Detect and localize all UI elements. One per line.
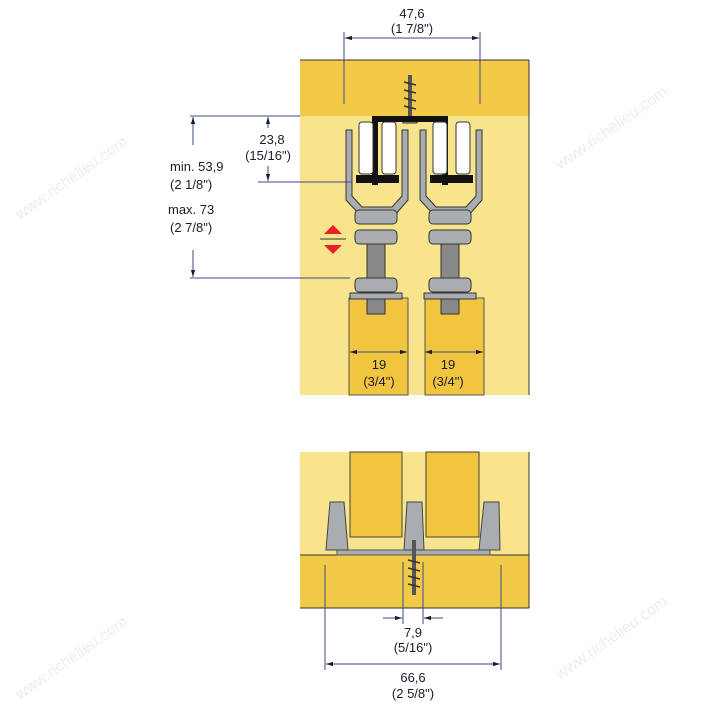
height-min-metric: min. 53,9 [170, 159, 223, 174]
door-right-metric: 19 [441, 357, 455, 372]
door-left-metric: 19 [372, 357, 386, 372]
door-right-imperial: (3/4") [432, 374, 463, 389]
watermark: www.richelieu.com [12, 133, 131, 223]
track-depth-imperial: (15/16") [245, 148, 291, 163]
height-min-imperial: (2 1/8") [170, 177, 212, 192]
dimension-lines-bottom [324, 562, 502, 670]
bottom-width-metric: 66,6 [400, 670, 425, 685]
track-depth-metric: 23,8 [259, 132, 284, 147]
door-left-bottom [349, 451, 403, 538]
bottom-section [300, 451, 530, 609]
dimension-lines-top [190, 32, 483, 355]
watermark: www.richelieu.com [552, 593, 671, 683]
watermark: www.richelieu.com [552, 83, 671, 173]
top-rail [300, 60, 529, 116]
watermark: www.richelieu.com [12, 613, 131, 703]
trolley-right [419, 121, 483, 315]
top-width-metric: 47,6 [399, 6, 424, 21]
height-max-metric: max. 73 [168, 202, 214, 217]
screw-icon [407, 540, 421, 595]
floor-guide-left [325, 501, 349, 551]
door-right-bottom [425, 451, 480, 538]
top-section [300, 59, 530, 396]
height-adjust-arrows-icon [320, 225, 346, 254]
trolley-left [345, 121, 409, 315]
guide-gap-imperial: (5/16") [394, 640, 433, 655]
top-width-imperial: (1 7/8") [391, 21, 433, 36]
floor-guide-center [403, 501, 425, 551]
door-left-imperial: (3/4") [363, 374, 394, 389]
height-max-imperial: (2 7/8") [170, 220, 212, 235]
bottom-width-imperial: (2 5/8") [392, 686, 434, 701]
guide-gap-metric: 7,9 [404, 625, 422, 640]
floor-guide-right [478, 501, 501, 551]
